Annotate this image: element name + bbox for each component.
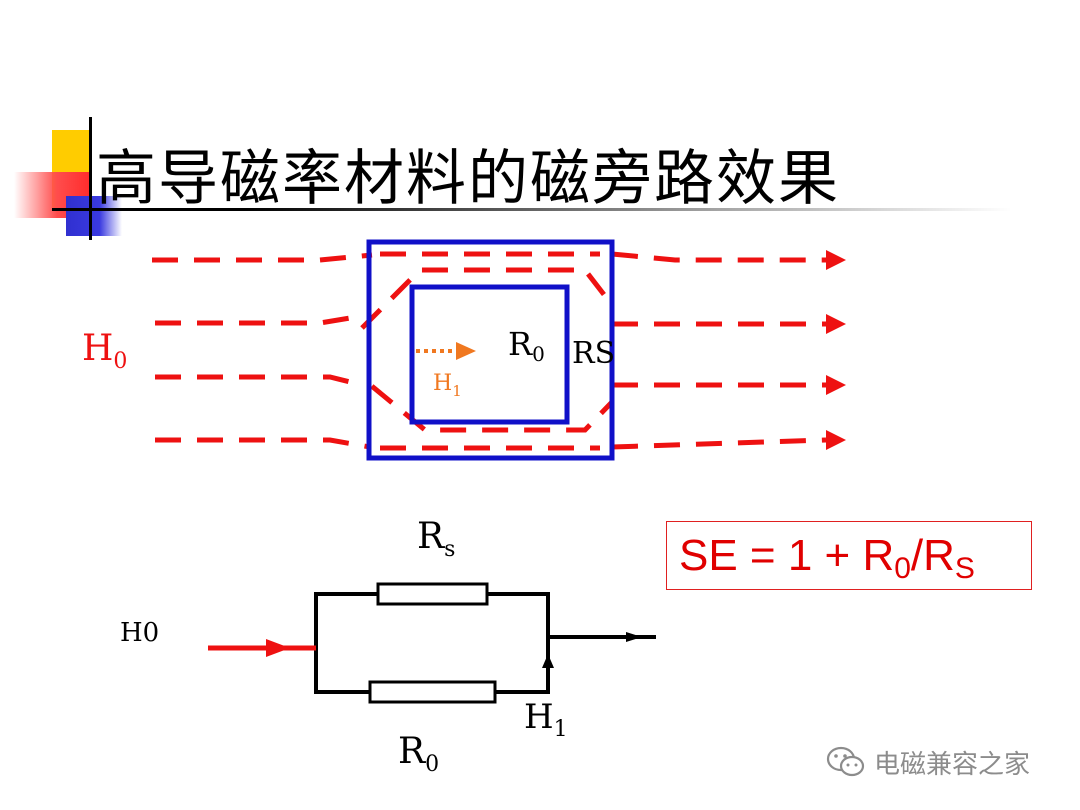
page-title: 高导磁率材料的磁旁路效果 — [96, 144, 840, 214]
title-underline — [52, 208, 1012, 211]
field-line-1-right — [611, 251, 826, 263]
h1-label: H1 — [433, 371, 462, 400]
output-arrowhead — [626, 632, 642, 642]
field-line-1-left — [152, 252, 373, 263]
field-line-4-left — [155, 437, 371, 450]
outer-shield-box — [366, 239, 615, 461]
h1-arrowhead — [456, 342, 476, 360]
circuit-rs-label: Rs — [417, 516, 455, 562]
resistor-r0 — [368, 680, 497, 704]
title-deco-vertical-line — [89, 117, 92, 240]
field-arrowhead-2 — [826, 314, 846, 334]
resistor-rs — [376, 582, 489, 606]
field-line-2-left — [155, 315, 351, 326]
h1-branch-arrowhead — [542, 654, 554, 668]
watermark: 电磁兼容之家 — [826, 744, 1030, 780]
circuit-wire-left-rail — [314, 592, 378, 694]
title-deco-blue-block — [66, 196, 122, 236]
field-arrowhead-3 — [826, 375, 846, 395]
circuit-wire-right-rail — [487, 592, 550, 694]
shielding-effectiveness-formula: SE = 1 + R0/RS — [666, 521, 1032, 590]
wechat-icon — [826, 746, 865, 777]
circuit-h1-label: H1 — [524, 697, 568, 742]
input-arrowhead — [266, 639, 290, 657]
r0-label: R0 — [508, 325, 545, 366]
circuit-r0-label: R0 — [398, 731, 439, 777]
field-arrowhead-4 — [826, 430, 846, 450]
rs-label: RS — [572, 336, 615, 371]
inner-shield-box — [409, 284, 570, 425]
h0-label: H0 — [82, 328, 127, 374]
field-arrowhead-1 — [826, 250, 846, 270]
field-line-4-right — [611, 437, 827, 450]
circuit-h0-label: H0 — [120, 618, 159, 648]
watermark-text: 电磁兼容之家 — [874, 749, 1031, 780]
field-line-3-left — [155, 374, 363, 388]
